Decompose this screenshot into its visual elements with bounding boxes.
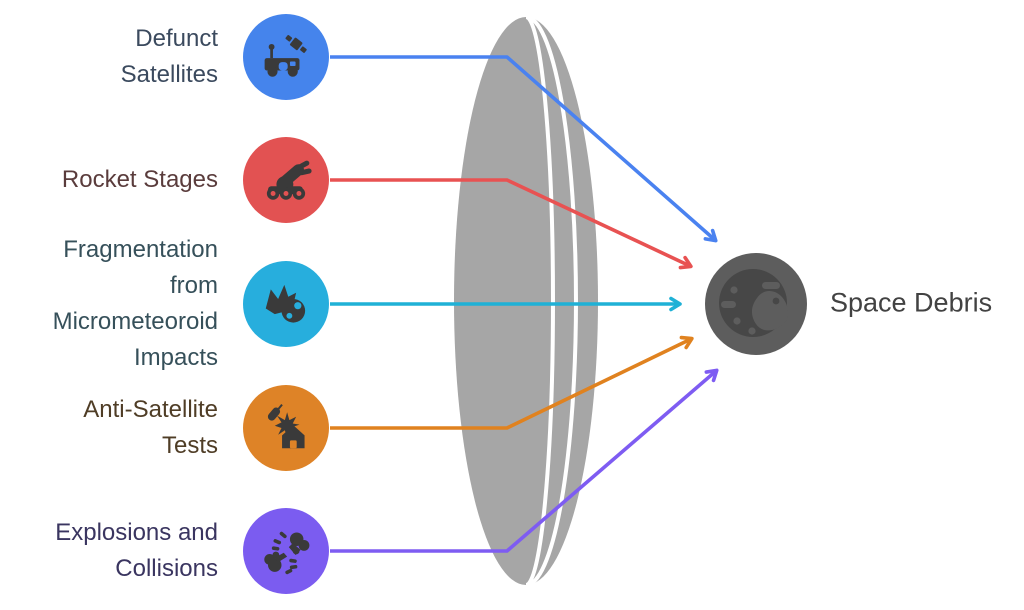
cause-label-anti-satellite-tests: Anti-Satellite Tests <box>83 396 218 459</box>
meteor-icon <box>265 284 306 323</box>
cause-circle-explosions-collisions <box>243 508 329 594</box>
cause-circle-fragmentation <box>243 261 329 347</box>
cause-label-rocket-stages: Rocket Stages <box>61 166 218 193</box>
cause-circle-rocket-stages <box>243 137 329 223</box>
arrow-rocket-stages <box>330 178 693 270</box>
moon-debris-icon <box>719 269 789 337</box>
cause-circle-defunct-satellites <box>243 14 329 100</box>
arrow-defunct-satellites <box>330 55 718 243</box>
cause-label-fragmentation: Fragmentation from Micrometeoroid Impact… <box>52 236 218 371</box>
cause-circle-anti-satellite-tests <box>243 385 329 471</box>
missile-strike-icon <box>267 404 305 449</box>
arrow-explosions-collisions <box>330 368 719 553</box>
cause-label-explosions-collisions: Explosions and Collisions <box>55 519 218 582</box>
lens-shape <box>454 15 598 587</box>
arrow-anti-satellite-tests <box>330 335 694 430</box>
result-label-space-debris: Space Debris <box>830 287 993 318</box>
result-circle <box>705 253 807 355</box>
cause-label-defunct-satellites: Defunct Satellites <box>120 25 218 88</box>
rocket-cannon-icon <box>266 160 312 200</box>
satellite-icon <box>264 34 307 77</box>
collision-icon <box>264 531 310 575</box>
